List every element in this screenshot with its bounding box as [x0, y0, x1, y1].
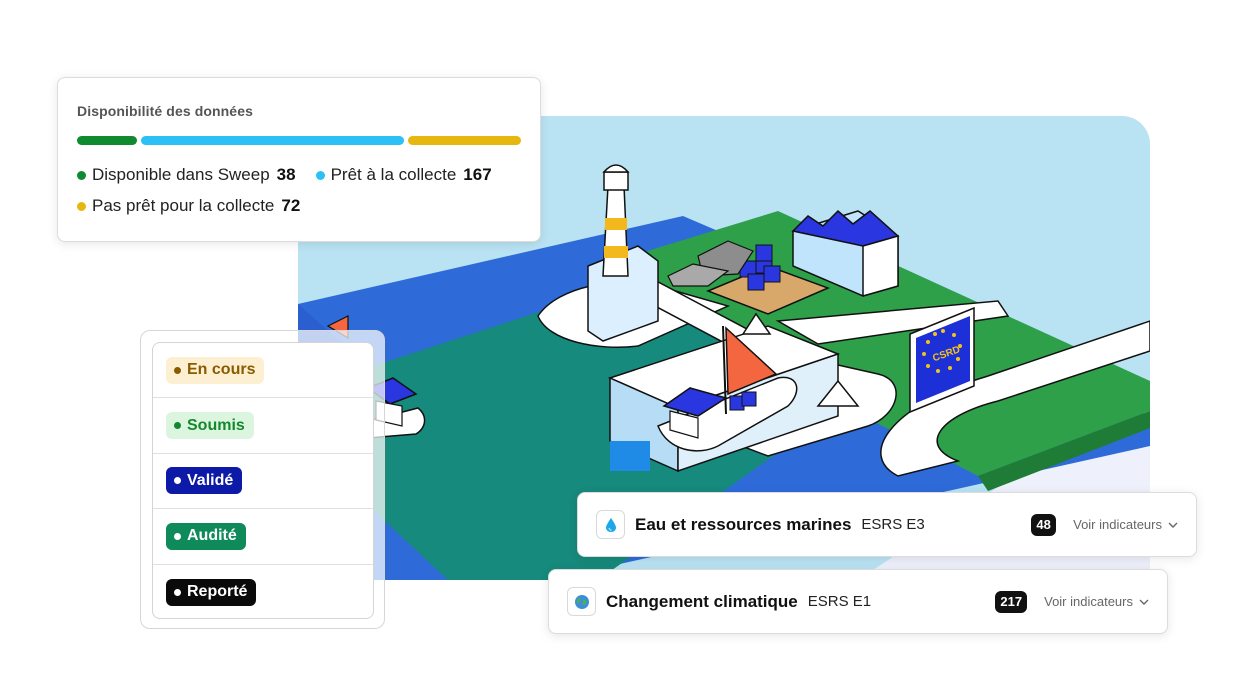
- globe-icon: [567, 587, 596, 616]
- status-label: Reporté: [187, 583, 248, 601]
- chevron-down-icon: [1168, 522, 1178, 528]
- status-dot-icon: [174, 477, 181, 485]
- indicator-count-badge: 48: [1031, 513, 1057, 536]
- legend-count: 167: [463, 165, 492, 184]
- green-dot-icon: [77, 170, 86, 180]
- status-pill-valide[interactable]: Validé: [166, 467, 243, 495]
- availability-bar-segment-not-ready: [407, 136, 521, 145]
- status-row-soumis[interactable]: Soumis: [153, 398, 373, 454]
- legend-count: 72: [281, 196, 301, 215]
- voir-indicateurs-button[interactable]: Voir indicateurs: [1073, 517, 1178, 532]
- voir-indicateurs-label: Voir indicateurs: [1044, 594, 1133, 609]
- green-land: [598, 211, 1150, 476]
- status-pill-audite[interactable]: Audité: [166, 522, 246, 550]
- legend-item-not-ready: Pas prêt pour la collecte 72: [77, 196, 300, 216]
- yellow-dot-icon: [77, 201, 86, 211]
- lighthouse: [587, 164, 659, 342]
- data-availability-card: Disponibilité des données Disponible dan…: [57, 77, 541, 242]
- status-row-en-cours[interactable]: En cours: [153, 343, 373, 399]
- legend-label: Pas prêt pour la collecte: [92, 196, 275, 215]
- voir-indicateurs-button[interactable]: Voir indicateurs: [1044, 594, 1149, 609]
- status-label: Validé: [187, 471, 234, 489]
- esrs-name: Changement climatique: [606, 591, 798, 611]
- legend-label: Prêt à la collecte: [330, 165, 457, 184]
- esrs-name: Eau et ressources marines: [635, 514, 852, 534]
- availability-bar: [77, 136, 521, 145]
- legend-count: 38: [276, 165, 296, 184]
- status-list: En cours Soumis Validé Audité Report: [152, 342, 374, 619]
- availability-title: Disponibilité des données: [77, 103, 253, 119]
- status-dot-icon: [174, 366, 181, 374]
- eu-stars: [922, 329, 962, 373]
- road-branch: [775, 300, 1010, 345]
- status-label: Audité: [187, 527, 237, 545]
- legend-item-available: Disponible dans Sweep 38: [77, 165, 296, 185]
- legend-item-ready: Prêt à la collecte 167: [315, 165, 492, 185]
- pier-water-reflection: [610, 441, 650, 471]
- small-tents: [741, 312, 860, 407]
- csrd-flag: CSRD: [909, 306, 975, 414]
- rocks: [667, 240, 754, 287]
- status-dot-icon: [174, 588, 181, 596]
- sailboat: [657, 325, 798, 452]
- warehouse: [791, 209, 900, 297]
- esrs-code: ESRS E1: [807, 593, 872, 610]
- status-row-valide[interactable]: Validé: [153, 454, 373, 510]
- esrs-e1-row[interactable]: Changement climatique ESRS E1 217 Voir i…: [548, 569, 1168, 634]
- availability-bar-segment-available: [77, 136, 137, 145]
- status-label: Soumis: [187, 416, 245, 434]
- status-dot-icon: [174, 422, 181, 430]
- status-row-audite[interactable]: Audité: [153, 509, 373, 565]
- esrs-e3-row[interactable]: Eau et ressources marines ESRS E3 48 Voi…: [577, 492, 1197, 557]
- status-pill-reporte[interactable]: Reporté: [166, 578, 257, 606]
- status-list-panel: En cours Soumis Validé Audité Report: [140, 330, 385, 629]
- availability-bar-segment-ready: [140, 136, 404, 145]
- blue-dot-icon: [315, 170, 325, 180]
- status-pill-soumis[interactable]: Soumis: [166, 412, 254, 440]
- status-pill-en-cours[interactable]: En cours: [166, 356, 265, 384]
- land-edge: [978, 411, 1150, 491]
- legend-label: Disponible dans Sweep: [92, 165, 270, 184]
- indicator-count-badge: 217: [995, 590, 1028, 613]
- water-drop-icon: [596, 510, 625, 539]
- status-label: En cours: [187, 361, 256, 379]
- availability-legend: Disponible dans Sweep 38 Prêt à la colle…: [77, 165, 527, 216]
- voir-indicateurs-label: Voir indicateurs: [1073, 517, 1162, 532]
- status-row-reporte[interactable]: Reporté: [153, 565, 373, 618]
- status-dot-icon: [174, 532, 181, 540]
- esrs-code: ESRS E3: [861, 516, 925, 533]
- port-scene: CSRD: [298, 164, 1150, 580]
- isometric-port-illustration: CSRD: [298, 116, 1150, 580]
- chevron-down-icon: [1139, 599, 1149, 605]
